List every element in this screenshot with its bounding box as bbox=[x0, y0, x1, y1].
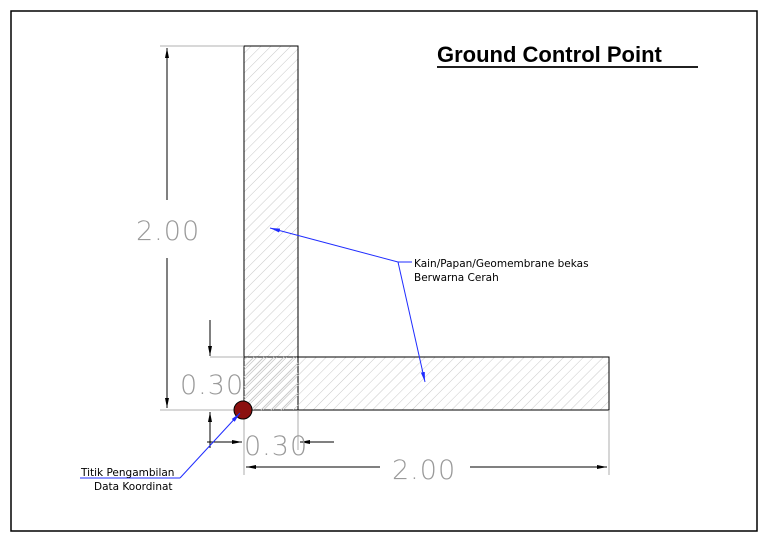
dimension-label-vertical-total: 2.00 bbox=[136, 216, 200, 247]
dimension-label-vertical-width: 0.30 bbox=[180, 370, 244, 401]
material-note-line2: Berwarna Cerah bbox=[414, 272, 499, 284]
horizontal-arm bbox=[243, 356, 610, 411]
dimension-vertical-total bbox=[160, 45, 244, 411]
dimension-horizontal-total bbox=[243, 410, 610, 475]
dimension-label-horizontal-width: 0.30 bbox=[244, 431, 308, 462]
drawing-title: Ground Control Point bbox=[437, 42, 663, 67]
dimension-label-horizontal-total: 2.00 bbox=[392, 455, 456, 486]
coordinate-point-leader bbox=[80, 412, 241, 479]
coordinate-note-line2: Data Koordinat bbox=[94, 481, 173, 493]
coordinate-note-line1: Titik Pengambilan bbox=[80, 467, 174, 479]
drawing-border bbox=[10, 10, 758, 532]
material-leader bbox=[269, 227, 426, 383]
material-note-line1: Kain/Papan/Geomembrane bekas bbox=[414, 258, 589, 270]
corner-overlap bbox=[243, 356, 299, 411]
